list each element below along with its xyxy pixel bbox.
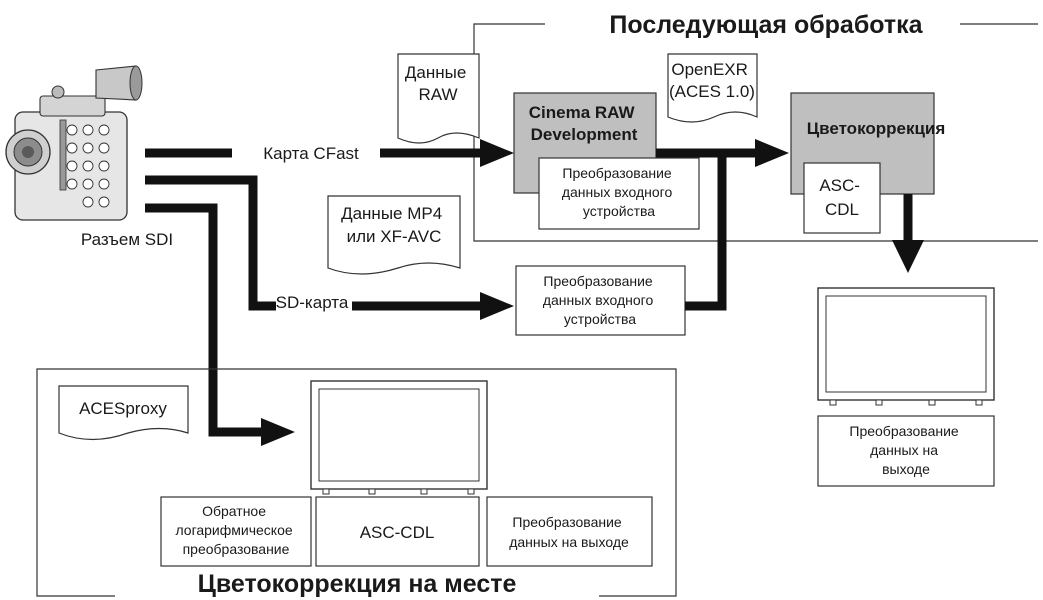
flow-lines bbox=[145, 148, 913, 437]
svg-text:ASC- CDL: ASC- CDL bbox=[819, 176, 864, 219]
onset-asc-cdl-label: ASC-CDL bbox=[360, 523, 435, 542]
post-idt-box: Преобразование данных входного устройств… bbox=[538, 157, 700, 230]
arrow-to-onset-monitor bbox=[261, 418, 295, 446]
svg-text:Преобразование данных на: Преобразование данных на выходе bbox=[849, 423, 962, 477]
arrow-to-cinema-raw bbox=[480, 139, 514, 167]
openexr-doc: OpenEXR (ACES 1.0) bbox=[667, 53, 758, 123]
acesproxy-doc: ACESproxy bbox=[58, 385, 189, 441]
acesproxy-label: ACESproxy bbox=[79, 399, 167, 418]
onset-odt-box: Преобразование данных на выходе bbox=[486, 496, 653, 567]
svg-text:Обратное логарифмическое: Обратное логарифмическое преобразование bbox=[175, 503, 296, 557]
post-production-title: Последующая обработка bbox=[609, 11, 923, 39]
mp4-xfavc-doc: Данные MP4 или XF-AVC bbox=[327, 195, 461, 275]
raw-data-doc: Данные RAW bbox=[397, 53, 480, 144]
post-idt-line1: Преобразование bbox=[562, 165, 672, 181]
output-odt-line1: Преобразование bbox=[849, 423, 959, 439]
inverse-log-line3: преобразование bbox=[183, 541, 290, 557]
arrow-heads bbox=[261, 139, 924, 446]
post-idt-line2: данных входного bbox=[562, 184, 673, 200]
post-asc-cdl-line2: CDL bbox=[825, 200, 859, 219]
output-monitor bbox=[817, 287, 995, 406]
post-production-frame: Последующая обработка bbox=[473, 11, 1038, 242]
post-asc-cdl-box: ASC- CDL bbox=[803, 162, 881, 234]
cinema-raw-line2: Development bbox=[531, 125, 638, 144]
sdi-connector-label: Разъем SDI bbox=[81, 230, 173, 249]
arrow-to-sd-idt bbox=[480, 292, 514, 320]
sd-card-label: SD-карта bbox=[276, 293, 349, 312]
svg-text:Cinema RAW Development: Cinema RAW Development bbox=[529, 103, 640, 144]
openexr-doc-line2: (ACES 1.0) bbox=[669, 82, 755, 101]
arrow-to-grading bbox=[755, 139, 789, 167]
post-idt-line3: устройства bbox=[583, 203, 655, 219]
cfast-card-label: Карта CFast bbox=[263, 144, 359, 163]
camera-illustration bbox=[5, 65, 143, 221]
onset-odt-line1: Преобразование bbox=[512, 514, 622, 530]
svg-text:Преобразование данных вх: Преобразование данных входного устройств… bbox=[562, 165, 676, 219]
openexr-doc-line1: OpenEXR bbox=[671, 60, 748, 79]
inverse-log-line1: Обратное bbox=[202, 503, 266, 519]
svg-text:Данные MP4 или XF-AVC: Данные MP4 или XF-AVC bbox=[341, 204, 447, 246]
sd-idt-line3: устройства bbox=[564, 311, 636, 327]
output-odt-line3: выходе bbox=[882, 461, 930, 477]
svg-text:Преобразование данных вх: Преобразование данных входного устройств… bbox=[543, 273, 657, 327]
output-odt-box: Преобразование данных на выходе bbox=[817, 415, 995, 487]
svg-text:Преобразование данных на: Преобразование данных на выходе bbox=[509, 514, 629, 550]
onset-asc-cdl-box: ASC-CDL bbox=[315, 496, 480, 567]
arrow-to-output-monitor bbox=[892, 240, 924, 273]
color-grading-label: Цветокоррекция bbox=[807, 119, 946, 138]
mp4-doc-line2: или XF-AVC bbox=[347, 227, 442, 246]
raw-doc-line2: RAW bbox=[418, 85, 457, 104]
svg-text:OpenEXR (ACES 1.0): OpenEXR (ACES 1.0) bbox=[669, 60, 755, 101]
raw-doc-line1: Данные bbox=[405, 63, 466, 82]
mp4-doc-line1: Данные MP4 bbox=[341, 204, 442, 223]
cinema-raw-line1: Cinema RAW bbox=[529, 103, 636, 122]
sd-idt-box: Преобразование данных входного устройств… bbox=[515, 265, 686, 336]
svg-text:Данные RAW: Данные RAW bbox=[405, 63, 471, 104]
post-asc-cdl-line1: ASC- bbox=[819, 176, 860, 195]
inverse-log-box: Обратное логарифмическое преобразование bbox=[160, 496, 312, 567]
inverse-log-line2: логарифмическое bbox=[175, 522, 292, 538]
sd-idt-line2: данных входного bbox=[543, 292, 654, 308]
sd-idt-line1: Преобразование bbox=[543, 273, 653, 289]
onset-title: Цветокоррекция на месте bbox=[198, 570, 517, 598]
onset-odt-line2: данных на выходе bbox=[509, 534, 629, 550]
onset-monitor bbox=[310, 380, 488, 495]
output-odt-line2: данных на bbox=[870, 442, 938, 458]
onset-frame: Цветокоррекция на месте bbox=[36, 368, 677, 598]
